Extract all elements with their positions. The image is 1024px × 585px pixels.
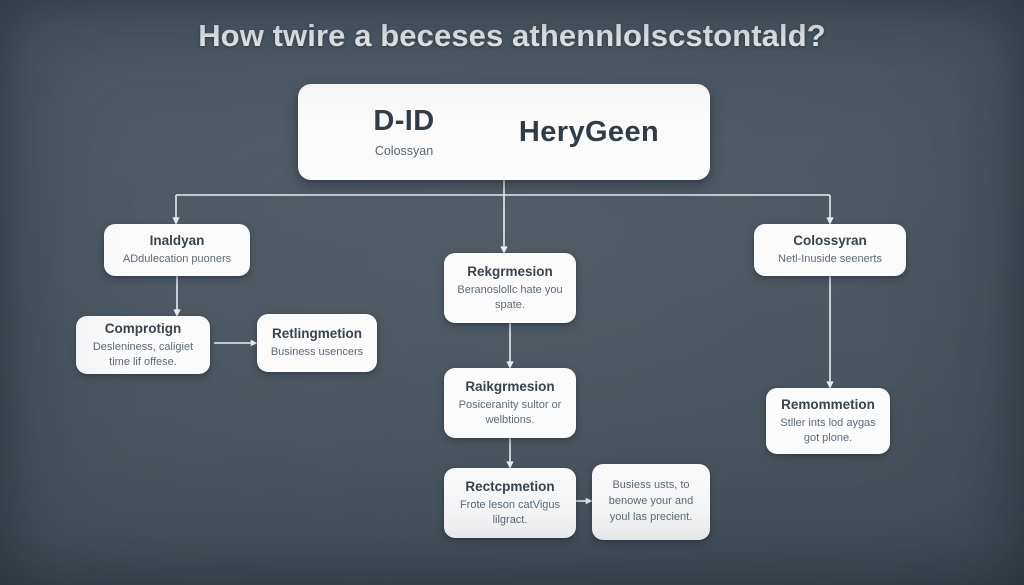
root-left-name: D-ID (373, 105, 435, 138)
node-subtitle: Beranoslollc hate you spate. (457, 283, 563, 311)
node-left-head[interactable]: Inaldyan ADdulecation puoners (104, 224, 250, 276)
node-title: Colossyran (793, 232, 867, 248)
root-right-name: HeryGeen (518, 115, 660, 148)
node-subtitle: Frote leson catVigus lilgract. (459, 498, 561, 526)
node-subtitle: Netl-Inuside seenerts (778, 253, 882, 266)
node-title: Rectcpmetion (465, 478, 555, 494)
node-title: Retlingmetion (272, 325, 362, 341)
node-center-2[interactable]: Raikgrmesion Posiceranity sultor or welb… (444, 368, 576, 438)
node-title: Raikgrmesion (465, 378, 555, 394)
node-center-3[interactable]: Rectcpmetion Frote leson catVigus lilgra… (444, 468, 576, 538)
node-title: Comprotign (104, 320, 182, 336)
node-right-head[interactable]: Colossyran Netl-Inuside seenerts (754, 224, 906, 276)
node-title: Remommetion (781, 396, 875, 412)
node-subtitle: Desleniness, caligiet time lif offese. (92, 340, 194, 368)
node-subtitle: Posiceranity sultor or welbtions. (458, 398, 562, 426)
node-title: Inaldyan (149, 232, 205, 248)
node-right-child[interactable]: Remommetion Stller ints lod aygas got pl… (766, 388, 890, 454)
node-left-child-2[interactable]: Retlingmetion Business usencers (257, 314, 377, 372)
node-subtitle: ADdulecation puoners (122, 253, 232, 266)
root-left-group: D-ID Colossyan (319, 105, 489, 158)
node-subtitle: Stller ints lod aygas got plone. (780, 416, 876, 444)
root-left-sub: Colossyan (374, 143, 434, 158)
node-left-child-1[interactable]: Comprotign Desleniness, caligiet time li… (76, 316, 210, 374)
node-root[interactable]: D-ID Colossyan HeryGeen (298, 84, 710, 180)
node-title: Rekgrmesion (467, 263, 553, 279)
root-right-group: HeryGeen (489, 115, 689, 148)
node-subtitle: Business usencers (270, 346, 364, 359)
page-title: How twire a beceses athennlolscstontald? (198, 18, 826, 53)
node-center-1[interactable]: Rekgrmesion Beranoslollc hate you spate. (444, 253, 576, 323)
node-center-note[interactable]: Busiess usts, to benowe your and youl la… (592, 464, 710, 540)
node-subtitle: Busiess usts, to benowe your and youl la… (608, 479, 694, 523)
